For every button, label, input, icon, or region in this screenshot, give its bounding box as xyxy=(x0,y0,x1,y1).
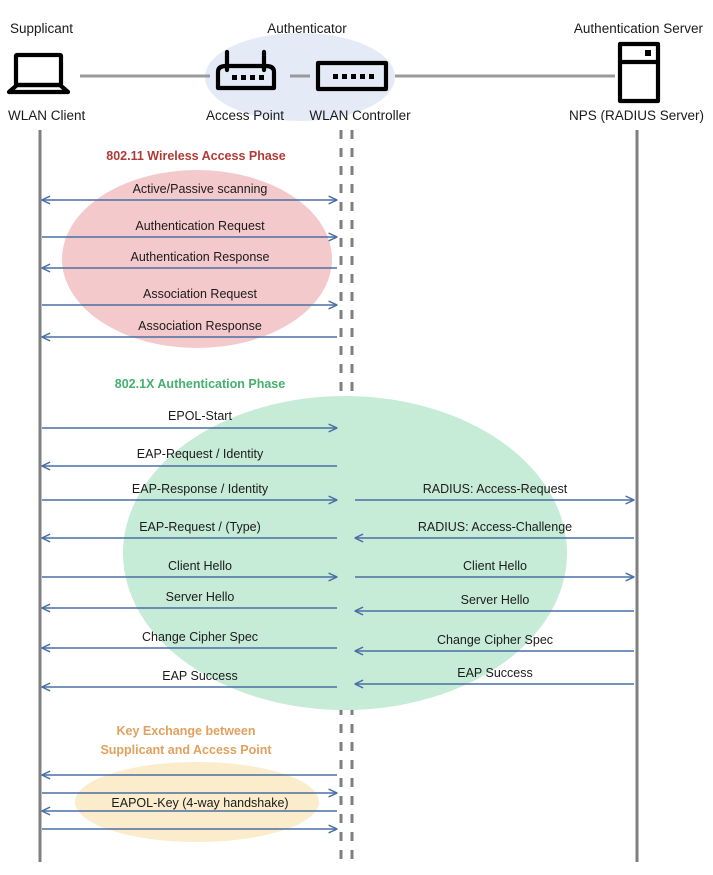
message-label: Change Cipher Spec xyxy=(437,633,553,647)
message-label: Active/Passive scanning xyxy=(133,182,268,196)
phase-label-key-exchange-line2: Supplicant and Access Point xyxy=(100,743,272,757)
message-label: Association Response xyxy=(138,319,262,333)
message-label: RADIUS: Access-Challenge xyxy=(418,520,572,534)
access-point-icon xyxy=(215,49,277,91)
actor-device-nps-radius-server: NPS (RADIUS Server) xyxy=(569,108,704,123)
message-label: EAP-Response / Identity xyxy=(132,482,269,496)
phase-ellipse-key-exchange xyxy=(75,762,319,842)
message-label: Server Hello xyxy=(166,590,235,604)
message-label: Client Hello xyxy=(463,559,527,573)
actor-role-authenticator: Authenticator xyxy=(267,21,347,36)
message-label: RADIUS: Access-Request xyxy=(423,482,568,496)
message-label: EAP Success xyxy=(457,666,533,680)
phase-ellipse-dot1x-auth xyxy=(123,396,567,710)
message-label: Client Hello xyxy=(168,559,232,573)
actor-role-authentication-server: Authentication Server xyxy=(574,21,704,36)
actor-device-wlan-controller: WLAN Controller xyxy=(309,108,411,123)
laptop-icon xyxy=(6,52,71,95)
phase-label-wireless-access: 802.11 Wireless Access Phase xyxy=(106,149,285,163)
phase-label-dot1x-auth: 802.1X Authentication Phase xyxy=(115,377,285,391)
actor-role-supplicant: Supplicant xyxy=(10,21,73,36)
message-label: EAP-Request / Identity xyxy=(137,447,264,461)
message-label: EAP Success xyxy=(162,669,238,683)
message-label: Authentication Response xyxy=(131,250,270,264)
phase-ellipse-wireless-access xyxy=(62,170,332,348)
message-label: Association Request xyxy=(143,287,257,301)
message-label: Authentication Request xyxy=(135,219,265,233)
message-label: EAPOL-Key (4-way handshake) xyxy=(111,796,288,810)
actor-device-wlan-client: WLAN Client xyxy=(8,108,86,123)
wlan-controller-icon xyxy=(315,60,389,92)
message-label: Change Cipher Spec xyxy=(142,630,258,644)
actor-device-access-point: Access Point xyxy=(206,108,284,123)
server-icon xyxy=(617,41,661,104)
phase-label-key-exchange-line1: Key Exchange between xyxy=(117,724,256,738)
message-label: EAP-Request / (Type) xyxy=(139,520,261,534)
message-label: EPOL-Start xyxy=(168,409,232,423)
message-label: Server Hello xyxy=(461,593,530,607)
